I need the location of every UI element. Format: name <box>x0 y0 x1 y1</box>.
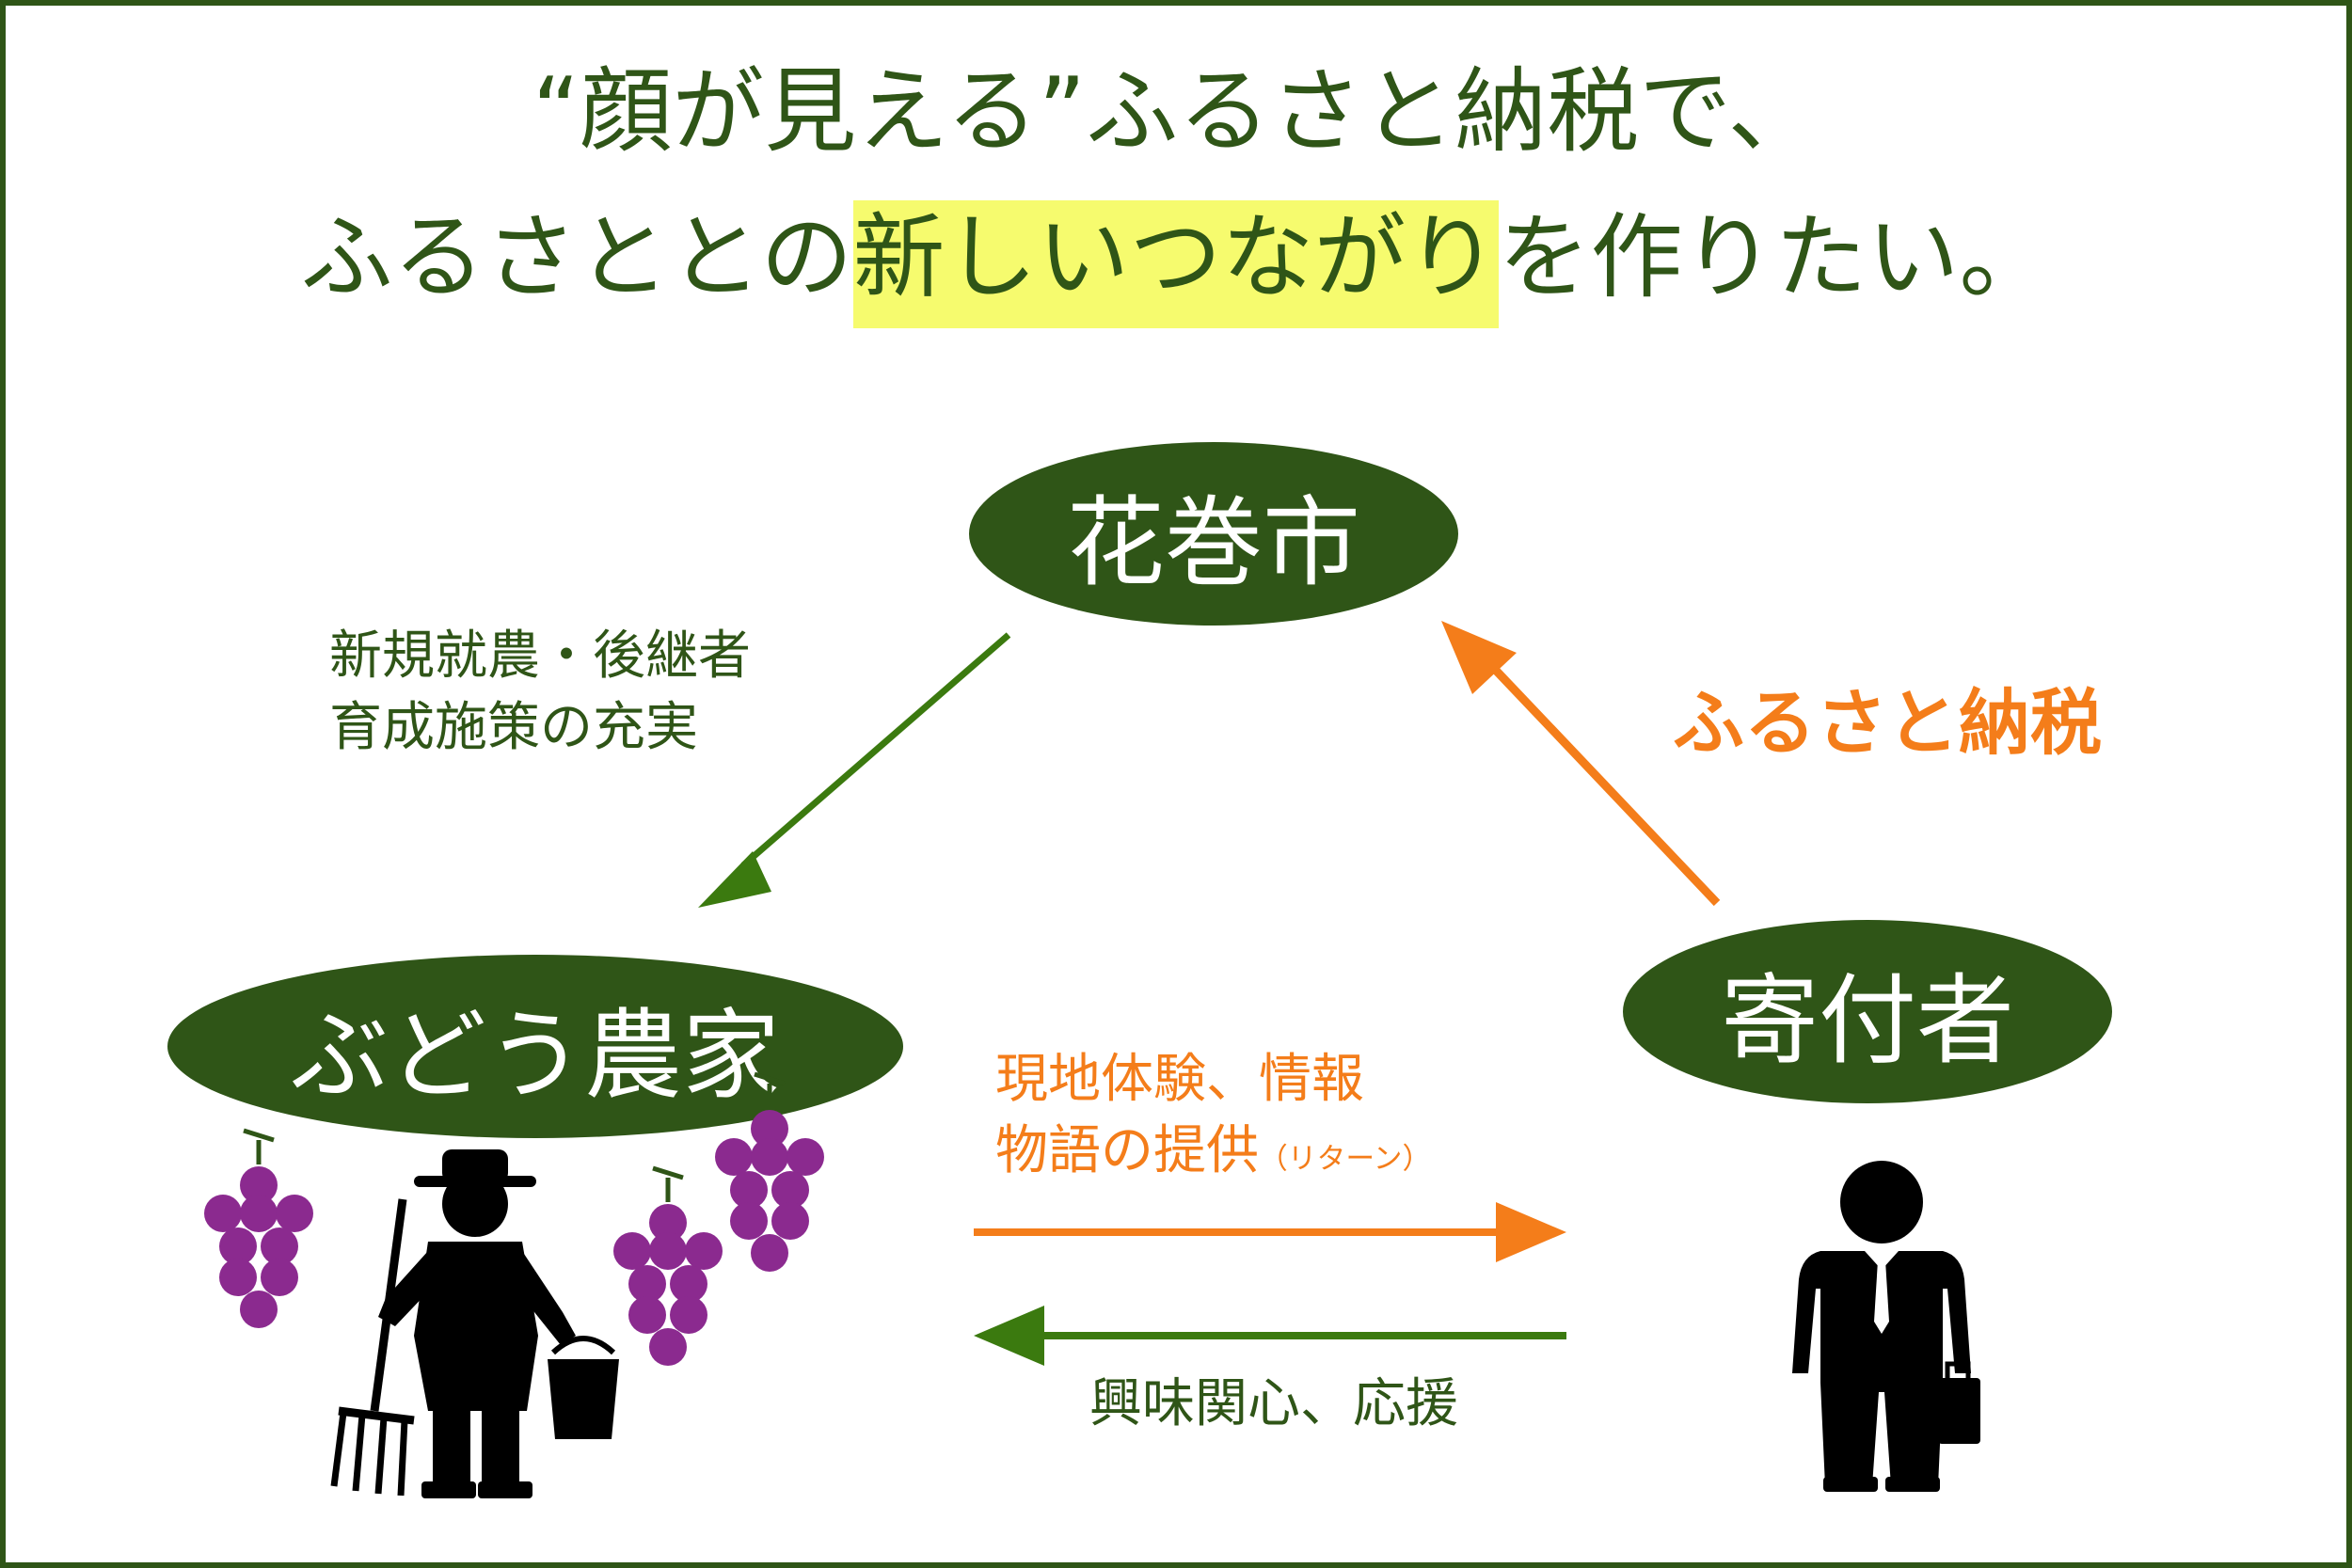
arrow-farmer-to-donor <box>974 1202 1566 1262</box>
title-line-2-end: を作りたい。 <box>1498 204 2052 311</box>
farmer-icon <box>330 1149 619 1498</box>
label-farmer-to-donor-line2: 物語の提供（リターン） <box>995 1116 1431 1187</box>
node-grape-farmer: ぶどう農家 <box>167 955 903 1138</box>
label-farmer-to-donor-line1: 現地体験、情報 <box>995 1049 1364 1110</box>
label-city-to-farmer-line1: 新規就農・後継者 <box>329 626 751 687</box>
label-donor-to-farmer: 興味関心、応援 <box>1089 1373 1458 1434</box>
title-line-1: “顔が見える”ふるさと納税で、 <box>532 58 1820 166</box>
grape-cluster-icon <box>715 1074 824 1272</box>
arrow-city-to-farmer <box>698 632 1011 908</box>
title-line-2-start: ふるさととの <box>300 204 853 311</box>
label-city-to-farmer: 新規就農・後継者 育成施策の充実 <box>329 621 751 763</box>
label-farmer-to-donor-line2-text: 物語の提供 <box>995 1119 1259 1181</box>
arrow-donor-to-city <box>1441 621 1721 907</box>
node-donor-label: 寄付者 <box>1720 963 2014 1078</box>
node-donor: 寄付者 <box>1623 920 2112 1103</box>
title-highlight: 新しいつながり <box>852 200 1499 328</box>
node-hanamaki-city-label: 花巻市 <box>1066 485 1360 600</box>
arrow-donor-to-farmer <box>974 1306 1566 1366</box>
node-grape-farmer-label: ぶどう農家 <box>290 998 780 1113</box>
label-farmer-to-donor: 現地体験、情報 物語の提供（リターン） <box>995 1044 1431 1186</box>
label-donor-to-city: ふるさと納税 <box>1673 681 2102 765</box>
businessman-icon <box>1792 1161 1980 1492</box>
title-line-2: ふるさととの新しいつながりを作りたい。 <box>0 200 2352 328</box>
label-return-note: （リターン） <box>1259 1141 1432 1176</box>
label-city-to-farmer-line2: 育成施策の充実 <box>329 696 698 758</box>
grape-cluster-icon <box>613 1168 723 1366</box>
node-hanamaki-city: 花巻市 <box>969 442 1458 626</box>
grape-cluster-icon <box>204 1131 313 1328</box>
